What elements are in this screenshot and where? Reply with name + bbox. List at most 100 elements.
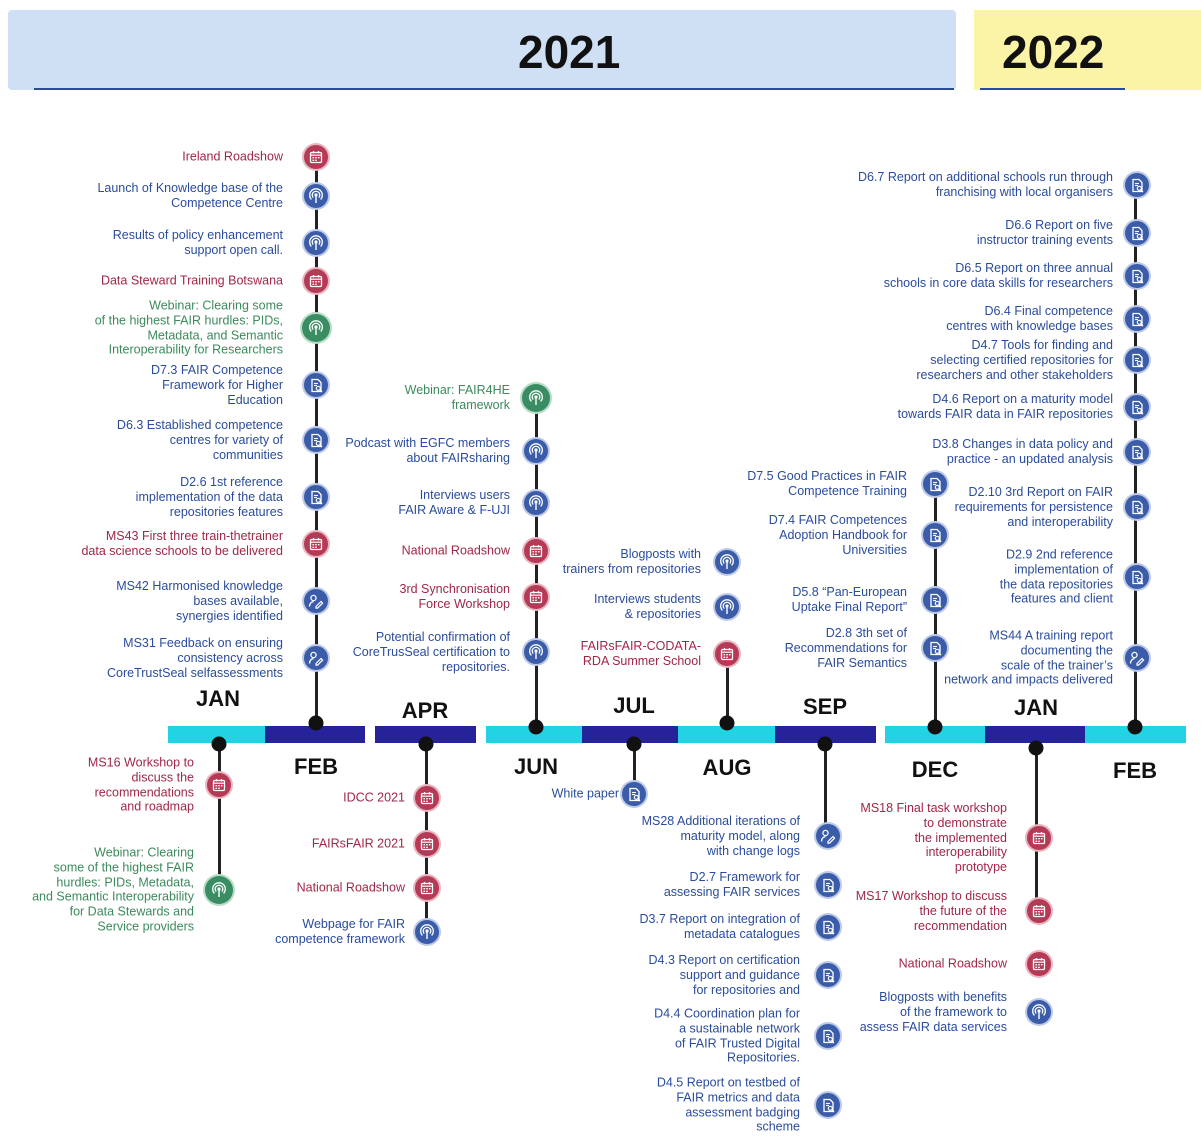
timeline-item-label: D2.8 3th set of Recommendations for FAIR…: [784, 625, 907, 670]
timeline-item-label: Blogposts with trainers from repositorie…: [562, 547, 701, 576]
year-label-2021: 2021: [518, 26, 621, 78]
month-label-jun: JUN: [513, 754, 559, 779]
timeline-item-label: Webinar: Clearing some of the highest FA…: [32, 845, 194, 934]
timeline-item-label: MS31 Feedback on ensuring consistency ac…: [107, 635, 283, 680]
timeline-segment-sep: [775, 726, 876, 743]
timeline-item-label: MS18 Final task workshop to demonstrate …: [860, 801, 1007, 875]
year-band-2022: [974, 10, 1201, 90]
timeline-item-label: Interviews users FAIR Aware & F-UJI: [398, 488, 510, 517]
year-label-2022: 2022: [1002, 26, 1105, 78]
edit-icon: [1125, 646, 1149, 670]
timeline-item-label: D4.3 Report on certification support and…: [648, 952, 800, 997]
timeline-segment-jun: [486, 726, 582, 743]
milestone-dot-apr: [418, 736, 434, 752]
calendar-icon: [304, 145, 328, 169]
broadcast-icon: [304, 184, 328, 208]
timeline-item-label: MS16 Workshop to discuss the recommendat…: [87, 755, 194, 814]
timeline-segment-jan-2022: [985, 726, 1085, 743]
document-search-icon: [1125, 307, 1149, 331]
timeline-segment-feb-2022: [1085, 726, 1186, 743]
calendar-icon: [715, 642, 739, 666]
timeline-item-label: D4.5 Report on testbed of FAIR metrics a…: [656, 1075, 800, 1134]
document-search-icon: [1125, 395, 1149, 419]
document-search-icon: [816, 1093, 840, 1117]
timeline-item-label: D2.6 1st reference implementation of the…: [135, 474, 283, 519]
month-label-jan: JAN: [195, 686, 241, 711]
timeline-item-label: National Roadshow: [401, 543, 510, 558]
calendar-icon: [207, 773, 231, 797]
milestone-dot-feb: [308, 715, 324, 731]
broadcast-icon: [302, 314, 330, 342]
timeline-item-label: MS43 First three train-thetrainer data s…: [81, 529, 283, 558]
calendar-icon: [524, 539, 548, 563]
broadcast-icon: [205, 876, 233, 904]
milestone-dot-dec: [927, 719, 943, 735]
month-label-feb-2022: FEB: [1113, 758, 1157, 783]
timeline-item-label: MS28 Additional iterations of maturity m…: [641, 813, 800, 858]
document-search-icon: [1125, 348, 1149, 372]
calendar-icon: [304, 532, 328, 556]
month-label-jan-2022: JAN: [1013, 695, 1059, 720]
timeline-item-label: D2.10 3rd Report on FAIR requirements fo…: [954, 484, 1113, 529]
timeline-segment-jul: [582, 726, 678, 743]
timeline-item-label: D7.3 FAIR Competence Framework for Highe…: [150, 362, 283, 407]
milestone-dot-aug: [719, 715, 735, 731]
timeline-item-label: Results of policy enhancement support op…: [112, 228, 283, 257]
broadcast-icon: [715, 595, 739, 619]
timeline-item-label: D5.8 “Pan-European Uptake Final Report”: [791, 585, 907, 614]
document-search-icon: [816, 1024, 840, 1048]
month-label-feb: FEB: [294, 754, 338, 779]
timeline-item-label: Launch of Knowledge base of the Competen…: [97, 181, 283, 210]
document-search-icon: [816, 963, 840, 987]
timeline-item-label: Interviews students & repositories: [594, 592, 701, 621]
timeline-item-label: Webinar: FAIR4HE framework: [404, 383, 510, 412]
timeline-item-label: D2.7 Framework for assessing FAIR servic…: [663, 870, 800, 899]
timeline-item-label: D4.4 Coordination plan for a sustainable…: [654, 1006, 800, 1065]
milestone-dot-jan: [211, 736, 227, 752]
document-search-icon: [1125, 565, 1149, 589]
month-label-sep: SEP: [802, 694, 848, 719]
stem-jul: [633, 744, 636, 794]
stem-sep: [824, 744, 827, 836]
broadcast-icon: [715, 550, 739, 574]
timeline-segment-aug: [678, 726, 775, 743]
month-label-apr: APR: [401, 698, 449, 723]
timeline-item-label: FAIRsFAIR 2021: [311, 836, 405, 851]
timeline-item-label: IDCC 2021: [343, 790, 405, 805]
edit-icon: [304, 646, 328, 670]
document-search-icon: [1125, 173, 1149, 197]
calendar-icon: [415, 876, 439, 900]
document-search-icon: [1125, 264, 1149, 288]
timeline-item-label: D3.8 Changes in data policy and practice…: [932, 437, 1113, 466]
document-search-icon: [304, 485, 328, 509]
milestone-dot-jun: [528, 719, 544, 735]
document-search-icon: [622, 782, 646, 806]
timeline-item-label: 3rd Synchronisation Force Workshop: [399, 582, 510, 611]
month-label-aug: AUG: [702, 755, 752, 780]
timeline-item-label: D4.6 Report on a maturity model towards …: [897, 392, 1113, 421]
timeline-item-label: D6.6 Report on five instructor training …: [976, 218, 1113, 247]
timeline-item-label: Podcast with EGFC members about FAIRshar…: [345, 436, 510, 465]
document-search-icon: [816, 873, 840, 897]
milestone-dot-feb-2022: [1127, 719, 1143, 735]
timeline-item-label: D6.4 Final competence centres with knowl…: [946, 304, 1113, 333]
year-underline-2021: [34, 88, 954, 90]
broadcast-icon: [1027, 1000, 1051, 1024]
milestone-dot-jan-2022: [1028, 740, 1044, 756]
broadcast-icon: [304, 231, 328, 255]
timeline-item-label: FAIRsFAIR-CODATA- RDA Summer School: [580, 639, 701, 668]
timeline-item-label: MS42 Harmonised knowledge bases availabl…: [116, 578, 283, 623]
calendar-icon: [1027, 952, 1051, 976]
document-search-icon: [304, 428, 328, 452]
document-search-icon: [1125, 440, 1149, 464]
timeline-item-label: D7.5 Good Practices in FAIR Competence T…: [747, 469, 907, 498]
broadcast-icon: [415, 920, 439, 944]
timeline-item-label: MS44 A training report documenting the s…: [944, 628, 1113, 687]
milestone-dot-jul: [626, 736, 642, 752]
timeline-segment-jan: [168, 726, 265, 743]
stem-aug: [726, 654, 729, 726]
month-label-jul: JUL: [613, 693, 655, 718]
timeline-item-label: D2.9 2nd reference implementation of the…: [999, 547, 1113, 606]
broadcast-icon: [524, 439, 548, 463]
timeline-item-label: White paper: [551, 786, 619, 801]
